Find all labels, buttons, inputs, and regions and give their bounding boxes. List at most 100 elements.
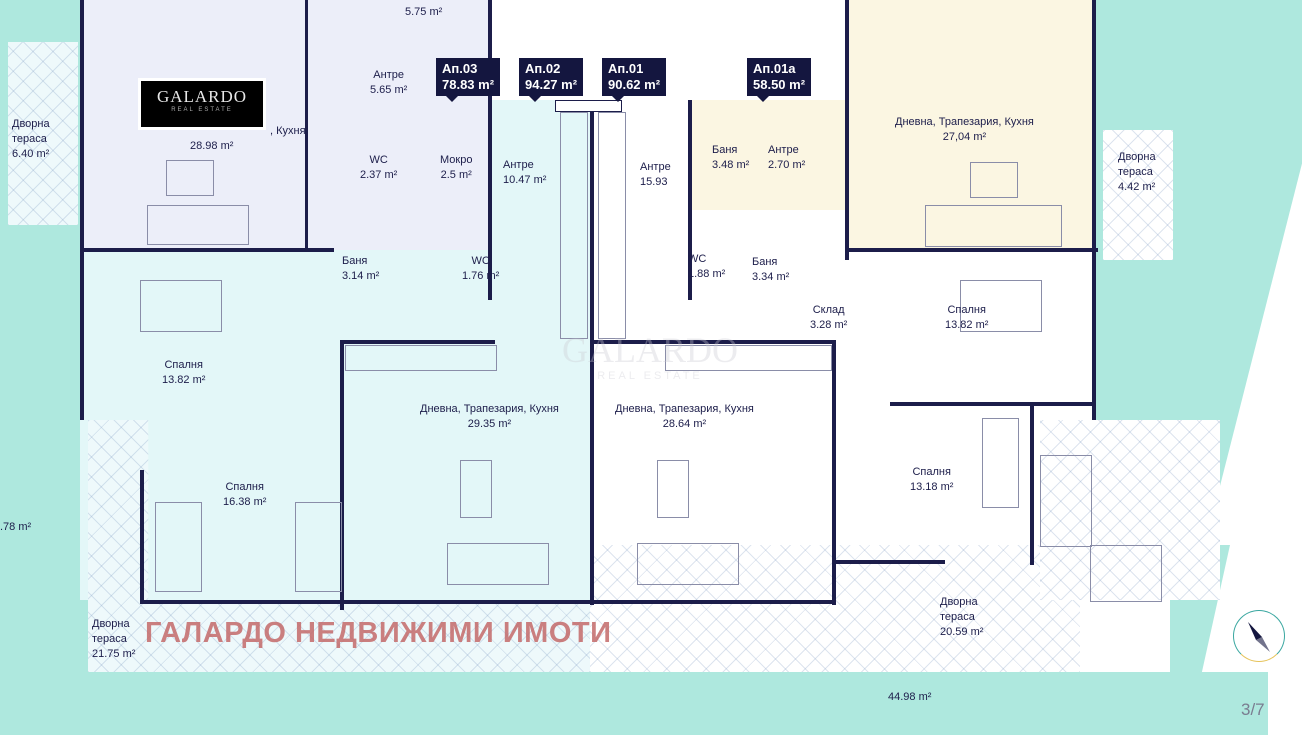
room-label-ap02-terrace: Дворна тераса 21.75 m²	[92, 617, 135, 662]
room-area: 6.40 m²	[12, 148, 50, 160]
terrace-left	[8, 42, 78, 225]
room-name: WC	[471, 255, 490, 267]
coffee-table	[970, 162, 1018, 198]
room-name: Спалня	[225, 481, 264, 493]
bed	[982, 418, 1019, 508]
room-name: Спалня	[164, 359, 203, 371]
room-name: Спалня	[912, 466, 951, 478]
page-indicator: 3/7	[1241, 700, 1265, 719]
room-label-ap02-bed2: Спалня 16.38 m²	[223, 480, 266, 510]
sofa	[925, 205, 1062, 247]
room-label-ap01a-living: Дневна, Трапезария, Кухня 27,04 m²	[895, 115, 1034, 145]
room-area: 13.82 m²	[162, 374, 206, 386]
room-label-ap01-wc: WC 1.88 m²	[688, 252, 725, 282]
room-area: 3.48 m²	[712, 159, 750, 171]
room-area: 21.75 m²	[92, 648, 136, 660]
room-area: 5.65 m²	[370, 84, 408, 96]
room-area: 5.75 m²	[405, 6, 443, 18]
room-area: 1.76 m²	[462, 270, 500, 282]
room-area: 13.82 m²	[945, 319, 989, 331]
apartment-02-area-hall	[490, 100, 590, 250]
room-area: 29.35 m²	[467, 418, 512, 430]
room-name: Дворна тераса	[92, 618, 130, 645]
room-area: 27,04 m²	[942, 131, 987, 143]
coffee-table	[657, 460, 689, 518]
room-name: WC	[369, 154, 388, 166]
apartment-area: 78.83 m²	[442, 77, 495, 92]
wall	[340, 340, 344, 610]
stairs-terrace	[1040, 420, 1220, 600]
room-area: 3.28 m²	[810, 319, 848, 331]
wall	[688, 100, 692, 300]
room-area: 2.5 m²	[440, 169, 472, 181]
room-area: 10.47 m²	[503, 174, 547, 186]
room-name: Дворна тераса	[1118, 151, 1156, 178]
watermark-sub: REAL ESTATE	[597, 370, 703, 382]
room-area: 1.88 m²	[688, 268, 726, 280]
wall	[594, 600, 834, 604]
room-name: Спалня	[947, 304, 986, 316]
wall	[555, 100, 622, 112]
room-name: Дворна тераса	[940, 596, 978, 623]
coffee-table	[166, 160, 214, 196]
garden-bottom	[88, 672, 1268, 735]
room-area: 15.93	[640, 176, 668, 188]
wall	[305, 0, 308, 250]
room-label-ap01-terrace: Дворна тераса 20.59 m²	[940, 595, 983, 640]
wall	[340, 340, 495, 344]
apartment-01a-area-hall	[690, 100, 850, 210]
bed	[140, 280, 222, 332]
room-name: WC	[688, 253, 707, 265]
room-name: Дворна тераса	[12, 118, 50, 145]
wall	[845, 0, 849, 260]
room-label-ap01-bed1: Спалня 13.82 m²	[945, 303, 988, 333]
room-name: Антре	[503, 159, 534, 171]
wall	[140, 470, 144, 604]
terrace-ap01a	[1103, 130, 1173, 260]
staircase	[1040, 455, 1092, 547]
sofa	[637, 543, 739, 585]
apartment-name: Ап.01а	[753, 61, 796, 76]
apartment-area: 90.62 m²	[608, 77, 661, 92]
room-area: 16.38 m²	[223, 496, 267, 508]
room-name: , Кухня	[270, 125, 306, 137]
room-name: Антре	[768, 144, 799, 156]
logo-brand: GALARDO	[156, 87, 248, 106]
wall	[1092, 0, 1096, 420]
room-name: Дневна, Трапезария, Кухня	[895, 116, 1034, 128]
room-name: Баня	[342, 255, 368, 267]
watermark-text: ГАЛАРДО НЕДВИЖИМИ ИМОТИ	[145, 617, 612, 649]
apartment-name: Ап.02	[525, 61, 561, 76]
room-area: 28.64 m²	[662, 418, 707, 430]
room-area: 20.59 m²	[940, 626, 984, 638]
galardo-logo: GALARDO REAL ESTATE	[138, 78, 266, 130]
apartment-02-area	[80, 250, 590, 600]
wall	[80, 0, 84, 420]
compass-icon	[1233, 610, 1285, 662]
room-label-ap02-antre: Антре 10.47 m²	[503, 158, 546, 188]
wall	[488, 0, 492, 300]
wardrobe	[560, 112, 588, 339]
wall	[140, 600, 590, 604]
room-name: Баня	[752, 256, 778, 268]
watermark-brand: GALARDO	[562, 330, 738, 370]
bed	[155, 502, 202, 592]
room-name: Дневна, Трапезария, Кухня	[420, 403, 559, 415]
room-name: Мокро	[440, 154, 473, 166]
galardo-watermark-logo: GALARDO REAL ESTATE	[555, 330, 745, 383]
kitchen-counter	[345, 345, 497, 371]
apartment-area: 58.50 m²	[753, 77, 806, 92]
